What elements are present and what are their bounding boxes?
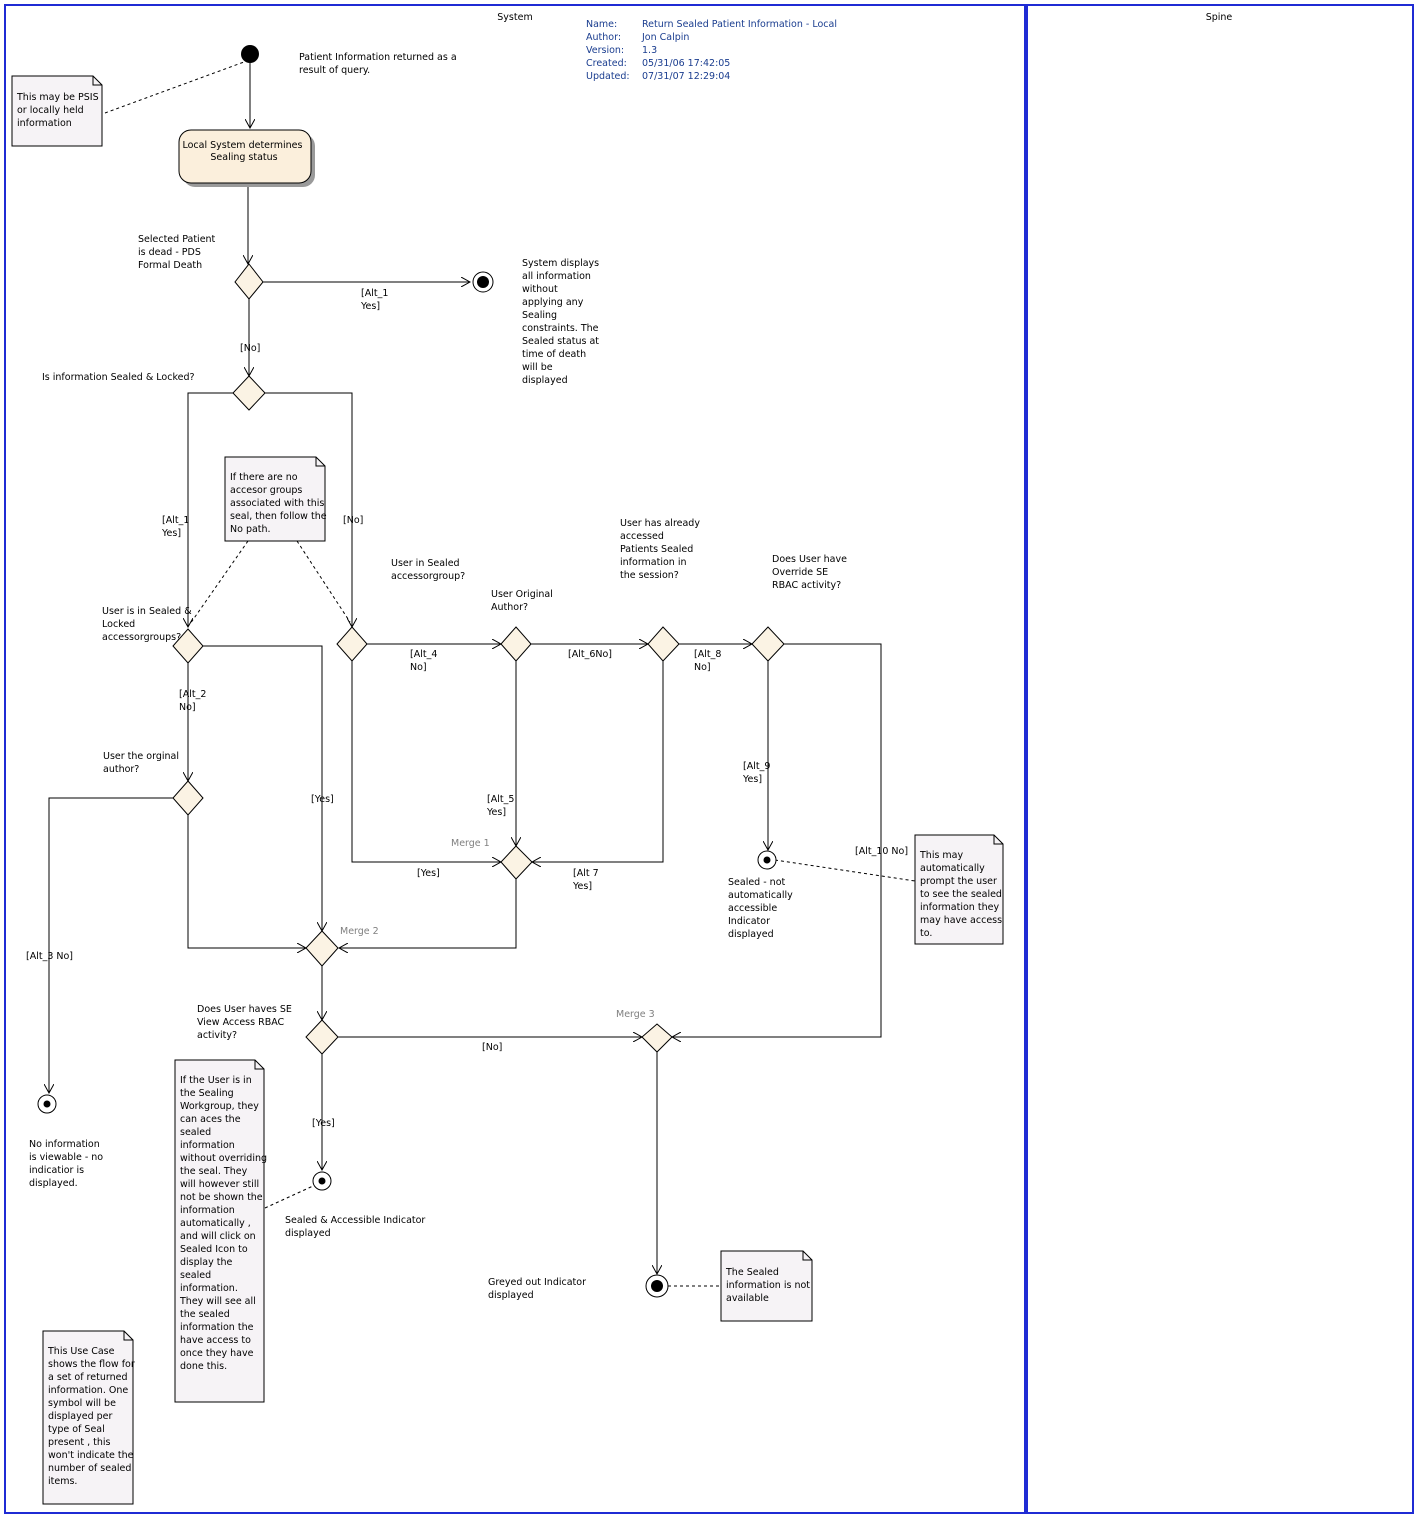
- note-workgroup-text: If the User is in the Sealing Workgroup,…: [179, 1075, 270, 1372]
- guard-labels: [Alt_1 Yes] [No] [Alt_1 Yes] [No] [Alt_2…: [26, 288, 908, 1129]
- spine-lane: [1026, 4, 1414, 1514]
- view-access-question: Does User haves SE View Access RBAC acti…: [197, 1004, 295, 1041]
- decision-original-author-2: [172, 780, 204, 816]
- guard-yes-3: [Yes]: [312, 1118, 335, 1129]
- guard-alt8-no: [Alt_8 No]: [694, 649, 724, 673]
- sealed-accessible-label: Sealed & Accessible Indicator displayed: [285, 1215, 428, 1239]
- lane-title-spine: Spine: [1206, 12, 1233, 23]
- merge-1-label: Merge 1: [451, 838, 490, 849]
- guard-alt6-no: [Alt_6No]: [568, 649, 612, 660]
- guard-yes-2: [Yes]: [417, 868, 440, 879]
- guard-alt9-yes: [Alt_9 Yes]: [742, 761, 773, 785]
- merge-2-node: [305, 930, 339, 967]
- decision-in-locked-group: [172, 628, 204, 664]
- meta-name-key: Name:: [586, 19, 617, 30]
- final-node-no-info: [37, 1094, 57, 1114]
- guard-alt4-no: [Alt_4 No]: [410, 649, 440, 673]
- meta-created-key: Created:: [586, 58, 627, 69]
- note-psis: This may be PSIS or locally held informa…: [11, 75, 103, 147]
- guard-alt7-yes: [Alt 7 Yes]: [572, 868, 602, 892]
- note-use-case-text: This Use Case shows the flow for a set o…: [47, 1346, 138, 1487]
- guard-alt5-yes: [Alt_5 Yes]: [486, 794, 517, 818]
- control-flows: [49, 63, 882, 1274]
- override-question: Does User have Override SE RBAC activity…: [772, 554, 850, 591]
- greyed-out-label: Greyed out Indicator displayed: [488, 1277, 589, 1301]
- meta-version-value: 1.3: [642, 45, 657, 56]
- decision-override: [751, 626, 785, 662]
- decision-in-sealed-group: [336, 626, 368, 662]
- note-not-available: The Sealed information is not available: [720, 1250, 813, 1322]
- sealed-not-accessible-label: Sealed - not automatically accessible In…: [728, 877, 796, 940]
- diagram-metadata: Name: Return Sealed Patient Information …: [586, 19, 837, 82]
- system-lane: [4, 4, 1026, 1514]
- final-node-sealed-accessible: [312, 1171, 332, 1191]
- note-connectors: [104, 61, 916, 1287]
- guard-no-2: [No]: [343, 515, 363, 526]
- dead-result: System displays all information without …: [522, 258, 602, 386]
- merge-labels: Merge 1 Merge 2 Merge 3: [340, 838, 655, 1020]
- guard-alt3-no: [Alt_3 No]: [26, 951, 73, 962]
- note-not-available-text: The Sealed information is not available: [725, 1267, 813, 1304]
- note-use-case: This Use Case shows the flow for a set o…: [42, 1330, 138, 1505]
- original-author-question-2: User the orginal author?: [103, 751, 182, 775]
- final-node-greyed-out: [645, 1274, 669, 1298]
- meta-updated-key: Updated:: [586, 71, 630, 82]
- meta-name-value: Return Sealed Patient Information - Loca…: [642, 19, 837, 30]
- decision-patient-dead: [234, 263, 264, 300]
- meta-author-value: Jon Calpin: [641, 32, 689, 43]
- node-labels: Patient Information returned as a result…: [29, 52, 850, 1301]
- swimlanes: System Spine: [4, 4, 1414, 1514]
- original-author-question: User Original Author?: [491, 589, 556, 613]
- note-accessor-groups: If there are no accesor groups associate…: [224, 456, 330, 542]
- decision-original-author: [500, 626, 532, 662]
- decision-nodes: [172, 263, 785, 1055]
- meta-created-value: 05/31/06 17:42:05: [642, 58, 730, 69]
- guard-alt10-no: [Alt_10 No]: [855, 846, 908, 857]
- meta-version-key: Version:: [586, 45, 624, 56]
- initial-node: [241, 45, 259, 63]
- note-prompt-user: This may automatically prompt the user t…: [914, 834, 1005, 945]
- guard-no-1: [No]: [240, 343, 260, 354]
- guard-alt1-yes: [Alt_1 Yes]: [360, 288, 391, 312]
- activity-label: Local System determines Sealing status: [182, 140, 305, 163]
- guard-alt1-yes-b: [Alt_1 Yes]: [161, 515, 192, 539]
- guard-yes-1: [Yes]: [311, 794, 334, 805]
- final-nodes: [37, 271, 777, 1298]
- merge-3-node: [641, 1023, 673, 1053]
- lane-title-system: System: [497, 12, 532, 23]
- merge-2-label: Merge 2: [340, 926, 379, 937]
- guard-no-3: [No]: [482, 1042, 502, 1053]
- dead-question: Selected Patient is dead - PDS Formal De…: [138, 234, 218, 271]
- meta-updated-value: 07/31/07 12:29:04: [642, 71, 730, 82]
- decision-already-accessed: [647, 626, 680, 662]
- note-psis-text: This may be PSIS or locally held informa…: [16, 92, 102, 129]
- merge-3-label: Merge 3: [616, 1009, 655, 1020]
- locked-group-question: User is in Sealed & Locked accessorgroup…: [102, 606, 195, 643]
- note-sealing-workgroup: If the User is in the Sealing Workgroup,…: [174, 1059, 270, 1403]
- final-node-dead: [472, 271, 494, 293]
- sealed-locked-question: Is information Sealed & Locked?: [42, 372, 195, 383]
- note-prompt-text: This may automatically prompt the user t…: [919, 850, 1005, 939]
- activity-determine-sealing-status: Local System determines Sealing status: [178, 129, 315, 187]
- meta-author-key: Author:: [586, 32, 621, 43]
- already-accessed-question: User has already accessed Patients Seale…: [620, 518, 703, 581]
- decision-view-access: [305, 1019, 339, 1055]
- decision-sealed-locked: [232, 375, 266, 411]
- note-accessor-text: If there are no accesor groups associate…: [230, 472, 330, 535]
- notes: This may be PSIS or locally held informa…: [11, 75, 1005, 1505]
- no-info-label: No information is viewable - no indicati…: [29, 1139, 106, 1189]
- sealed-group-question: User in Sealed accessorgroup?: [391, 558, 465, 582]
- final-node-sealed-not-accessible: [757, 850, 777, 870]
- guard-alt2-no: [Alt_2 No]: [179, 689, 209, 713]
- start-label: Patient Information returned as a result…: [299, 52, 460, 76]
- merge-1-node: [500, 845, 533, 880]
